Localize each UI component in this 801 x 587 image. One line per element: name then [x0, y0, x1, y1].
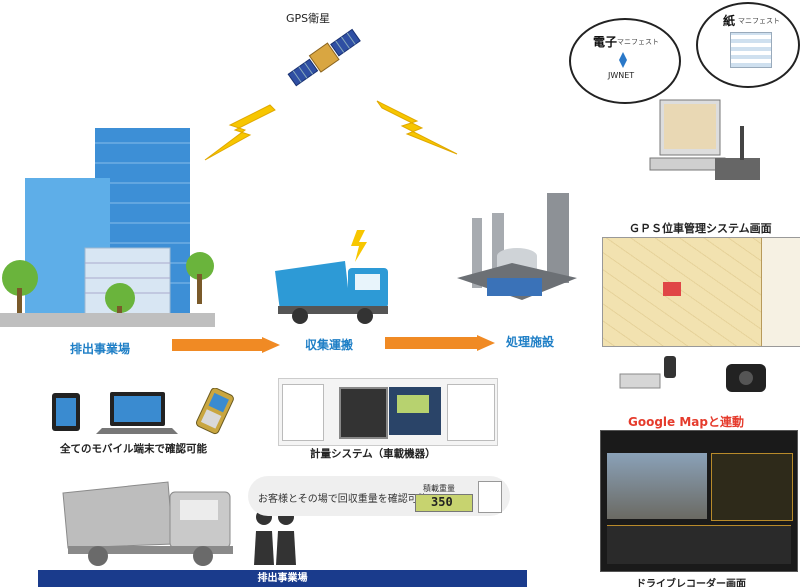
gps-map-screen — [602, 237, 800, 347]
gps-workstation-illustration — [649, 99, 760, 180]
mobile-caption: 全てのモバイル端末で確認可能 — [60, 443, 207, 455]
drive-recorder-caption: ドライブレコーダー画面 — [636, 579, 746, 587]
receipt-icon — [478, 481, 502, 513]
disposal-facility-illustration — [457, 193, 577, 300]
flow-arrow-1 — [172, 337, 280, 353]
drive-recorder-screen — [600, 430, 798, 572]
signal-bolt-right-icon — [376, 100, 458, 155]
disposal-label: 処理施設 — [506, 335, 555, 349]
grey-truck-illustration — [62, 481, 233, 566]
gps-screen-caption: ＧＰＳ位車管理システム画面 — [629, 222, 772, 235]
scale-system-caption: 計量システム（車載機器） — [310, 448, 436, 460]
jwnet-logo-icon — [619, 52, 627, 68]
electronic-manifest-bubble: 電子 マニフェスト JWNET — [569, 18, 681, 104]
weight-display-value: 350 — [431, 495, 453, 509]
google-map-caption: Google Mapと連動 — [628, 415, 744, 429]
signal-bolt-left-icon — [204, 104, 276, 161]
paper-manifest-bubble: 紙 マニフェスト — [696, 2, 800, 88]
scale-system-panel — [278, 378, 498, 446]
collection-truck-illustration — [275, 261, 388, 324]
emission-site-label: 排出事業場 — [70, 342, 131, 356]
paper-manifest-sub: マニフェスト — [738, 17, 780, 25]
truck-signal-bolt-icon — [351, 230, 367, 262]
electronic-manifest-sub: マニフェスト — [617, 38, 659, 46]
gps-satellite-label: GPS衛星 — [286, 12, 331, 25]
flow-arrow-2 — [385, 335, 495, 351]
paper-manifest-form-icon — [730, 32, 772, 68]
satellite-icon — [287, 28, 361, 87]
weight-display: 積載重量 350 — [413, 483, 473, 513]
paper-manifest-title: 紙 — [723, 14, 736, 28]
weight-speech-text: お客様とその場で回収重量を確認可能 — [258, 494, 428, 505]
in-vehicle-devices-illustration — [619, 356, 766, 392]
jwnet-logo-text: JWNET — [608, 71, 635, 80]
office-buildings-illustration — [0, 128, 215, 327]
collection-label: 収集運搬 — [305, 338, 354, 352]
mobile-devices-icons — [52, 388, 234, 435]
weight-display-label: 積載重量 — [423, 484, 455, 493]
electronic-manifest-title: 電子 — [593, 35, 618, 49]
emission-site-footer-bar: 排出事業場 — [38, 570, 527, 587]
